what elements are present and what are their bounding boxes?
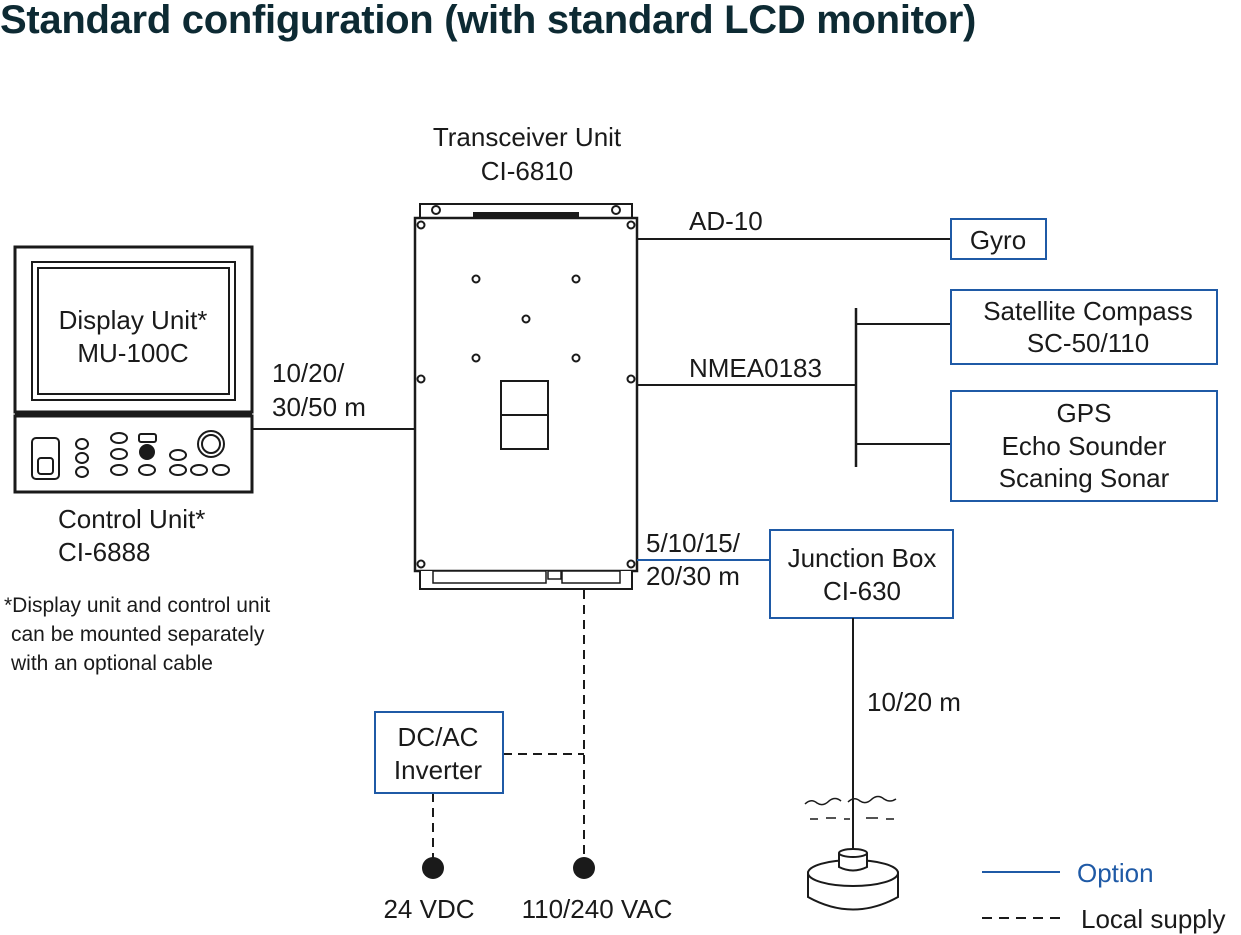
nmea-bus: NMEA0183 bbox=[637, 308, 951, 467]
transceiver-name: Transceiver Unit bbox=[433, 122, 622, 152]
transceiver-unit: Transceiver Unit CI-6810 bbox=[413, 122, 639, 590]
scanning-sonar-label: Scaning Sonar bbox=[999, 463, 1170, 493]
nmea-label: NMEA0183 bbox=[689, 353, 822, 383]
footnote: *Display unit and control unit can be mo… bbox=[4, 594, 270, 675]
nav-sensors-box: GPS Echo Sounder Scaning Sonar bbox=[950, 390, 1218, 502]
inverter-name-1: DC/AC bbox=[398, 722, 479, 752]
junction-box-name: Junction Box bbox=[788, 543, 937, 573]
junction-connection: 5/10/15/ 20/30 m bbox=[637, 528, 770, 591]
echo-sounder-label: Echo Sounder bbox=[1002, 431, 1167, 461]
cable-transducer-length: 10/20 m bbox=[867, 687, 961, 717]
power-dc-label: 24 VDC bbox=[383, 894, 474, 924]
cable-display-length-2: 30/50 m bbox=[272, 392, 366, 422]
cable-junction-length-2: 20/30 m bbox=[646, 561, 740, 591]
display-unit: Display Unit* MU-100C bbox=[13, 245, 254, 414]
gyro-connection: AD-10 Gyro bbox=[637, 206, 1047, 260]
inverter-box: DC/AC Inverter bbox=[374, 711, 504, 794]
display-control-unit: Display Unit* MU-100C bbox=[13, 245, 254, 567]
legend-option-label: Option bbox=[1077, 858, 1154, 888]
gyro-label: Gyro bbox=[970, 225, 1026, 255]
sat-compass-name: Satellite Compass bbox=[983, 296, 1193, 326]
ad10-label: AD-10 bbox=[689, 206, 763, 236]
control-unit-model: CI-6888 bbox=[58, 537, 151, 567]
junction-box-model: CI-630 bbox=[823, 576, 901, 606]
footnote-line-3: with an optional cable bbox=[10, 652, 213, 675]
gyro-box bbox=[950, 218, 1047, 260]
display-unit-name: Display Unit* bbox=[59, 305, 208, 335]
transceiver-model: CI-6810 bbox=[481, 156, 574, 186]
dc-terminal-icon bbox=[422, 857, 444, 879]
footnote-line-2: can be mounted separately bbox=[11, 623, 265, 646]
control-keys-icon bbox=[75, 430, 230, 478]
legend-local-label: Local supply bbox=[1081, 904, 1226, 934]
cable-display-length-1: 10/20/ bbox=[272, 358, 345, 388]
power-ac-label: 110/240 VAC bbox=[522, 894, 673, 924]
sat-compass-model: SC-50/110 bbox=[1027, 328, 1149, 358]
control-unit bbox=[13, 413, 254, 494]
cable-junction-length-1: 5/10/15/ bbox=[646, 528, 741, 558]
satellite-compass-box: Satellite Compass SC-50/110 bbox=[950, 289, 1218, 365]
legend: Option Local supply bbox=[982, 858, 1226, 934]
display-unit-model: MU-100C bbox=[77, 338, 188, 368]
ac-terminal-icon bbox=[573, 857, 595, 879]
page-title: Standard configuration (with standard LC… bbox=[0, 0, 977, 42]
control-unit-name: Control Unit* bbox=[58, 504, 205, 534]
transducer: 10/20 m bbox=[804, 618, 961, 911]
water-surface-icon bbox=[804, 795, 897, 820]
junction-box: Junction Box CI-630 bbox=[769, 529, 954, 619]
cable-display-transceiver: 10/20/ 30/50 m bbox=[252, 358, 415, 430]
power-supply: 24 VDC 110/240 VAC bbox=[383, 590, 672, 924]
inverter-name-2: Inverter bbox=[394, 755, 482, 785]
gps-label: GPS bbox=[1057, 398, 1112, 428]
footnote-line-1: *Display unit and control unit bbox=[4, 594, 270, 617]
